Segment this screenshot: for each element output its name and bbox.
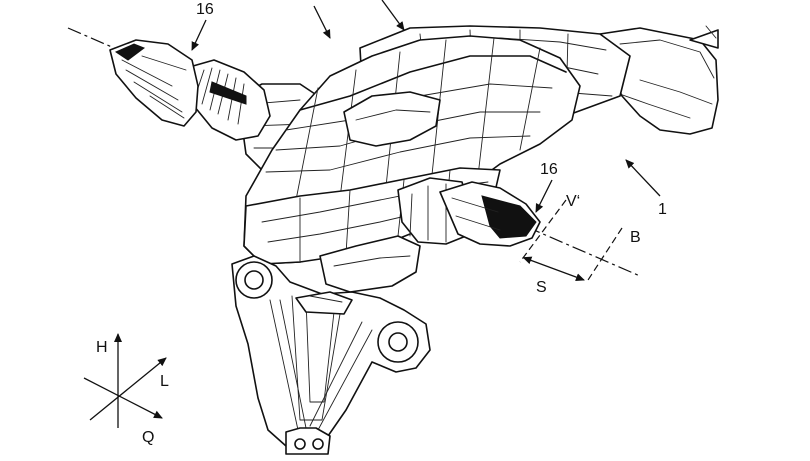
reference-16-right: 16: [535, 161, 558, 213]
ref-16-right-label: 16: [540, 161, 558, 178]
plane-v-line: [519, 199, 567, 263]
distance-s-arrow: [522, 256, 585, 281]
axis-h-label: H: [96, 339, 108, 356]
v-prime-label: V‘: [566, 193, 580, 210]
plane-b-line: [587, 227, 623, 281]
coordinate-axes: H L Q: [83, 333, 169, 446]
reference-1: 1: [625, 159, 667, 218]
license-bracket: [231, 255, 431, 455]
ref-1-label: 1: [658, 201, 667, 218]
turn-indicator-right: [397, 177, 541, 247]
main-housing: [243, 35, 581, 293]
ref-16-top-label: 16: [196, 1, 214, 18]
s-label: S: [536, 279, 547, 296]
axis-q-label: Q: [142, 429, 154, 446]
reference-partial-top: [313, 0, 405, 39]
axis-l-label: L: [160, 373, 169, 390]
reference-16-top: 16: [191, 1, 214, 51]
b-label: B: [630, 229, 641, 246]
turn-indicator-left: [109, 39, 271, 141]
